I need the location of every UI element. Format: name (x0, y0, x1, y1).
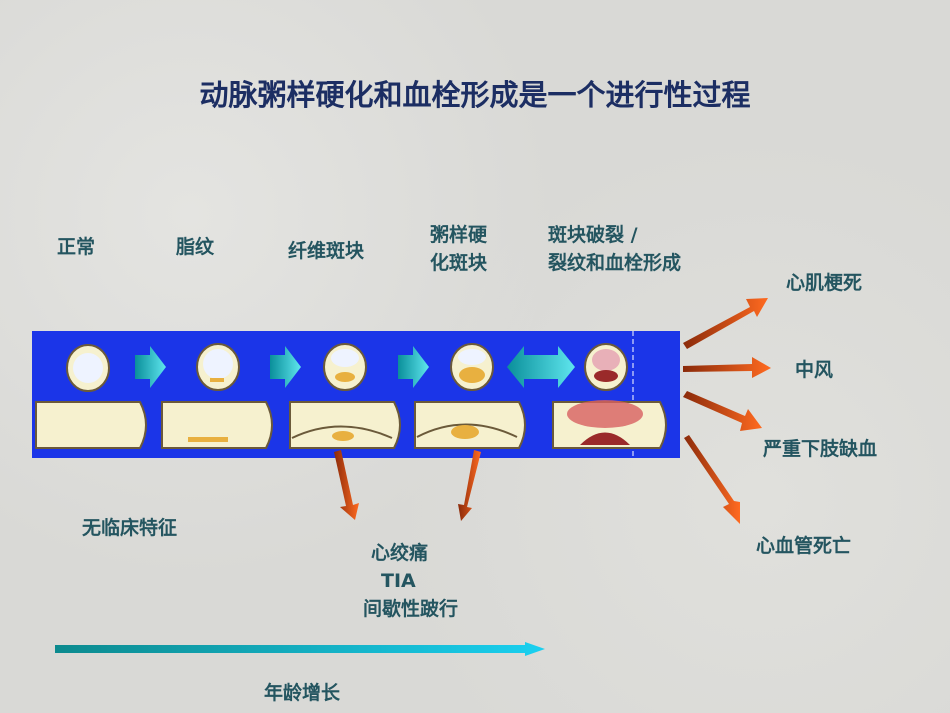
stage-fibrous-plaque: 纤维斑块 (288, 240, 365, 262)
vessel-fatty (161, 401, 273, 449)
stage-normal: 正常 (57, 236, 96, 258)
symptom-claudication: 间歇性跛行 (363, 598, 459, 620)
progress-arrow (270, 346, 301, 388)
no-clinical-features: 无临床特征 (82, 517, 178, 539)
outcome-mi: 心肌梗死 (786, 272, 863, 294)
outcome-arrow-stroke (683, 357, 771, 378)
outcome-arrow-limb (683, 391, 762, 431)
age-label: 年龄增长 (264, 682, 341, 704)
stage-atheroma-1: 粥样硬 (430, 224, 488, 246)
bidirectional-arrow (507, 346, 575, 388)
symptom-arrow-2 (458, 450, 481, 521)
symptom-tia: TIA (381, 570, 416, 592)
vessel-fibrous (289, 401, 401, 449)
outcome-arrow-death (684, 435, 740, 524)
outcome-cv-death: 心血管死亡 (756, 535, 852, 557)
slide-title: 动脉粥样硬化和血栓形成是一个进行性过程 (199, 78, 751, 112)
outcome-limb-ischemia: 严重下肢缺血 (763, 438, 878, 460)
stage-fatty-streak: 脂纹 (176, 236, 215, 258)
vessel-normal (35, 401, 147, 449)
age-arrow (55, 642, 545, 656)
progress-arrow (398, 346, 429, 388)
stage-rupture-2: 裂纹和血栓形成 (548, 252, 682, 274)
progress-arrow (135, 346, 166, 388)
outcome-stroke: 中风 (795, 359, 834, 381)
stage-rupture-1: 斑块破裂 / (548, 224, 638, 246)
symptom-angina: 心绞痛 (371, 542, 429, 564)
stage-atheroma-2: 化斑块 (430, 252, 488, 274)
outcome-arrow-mi (683, 298, 768, 349)
symptom-arrow-1 (334, 450, 359, 520)
